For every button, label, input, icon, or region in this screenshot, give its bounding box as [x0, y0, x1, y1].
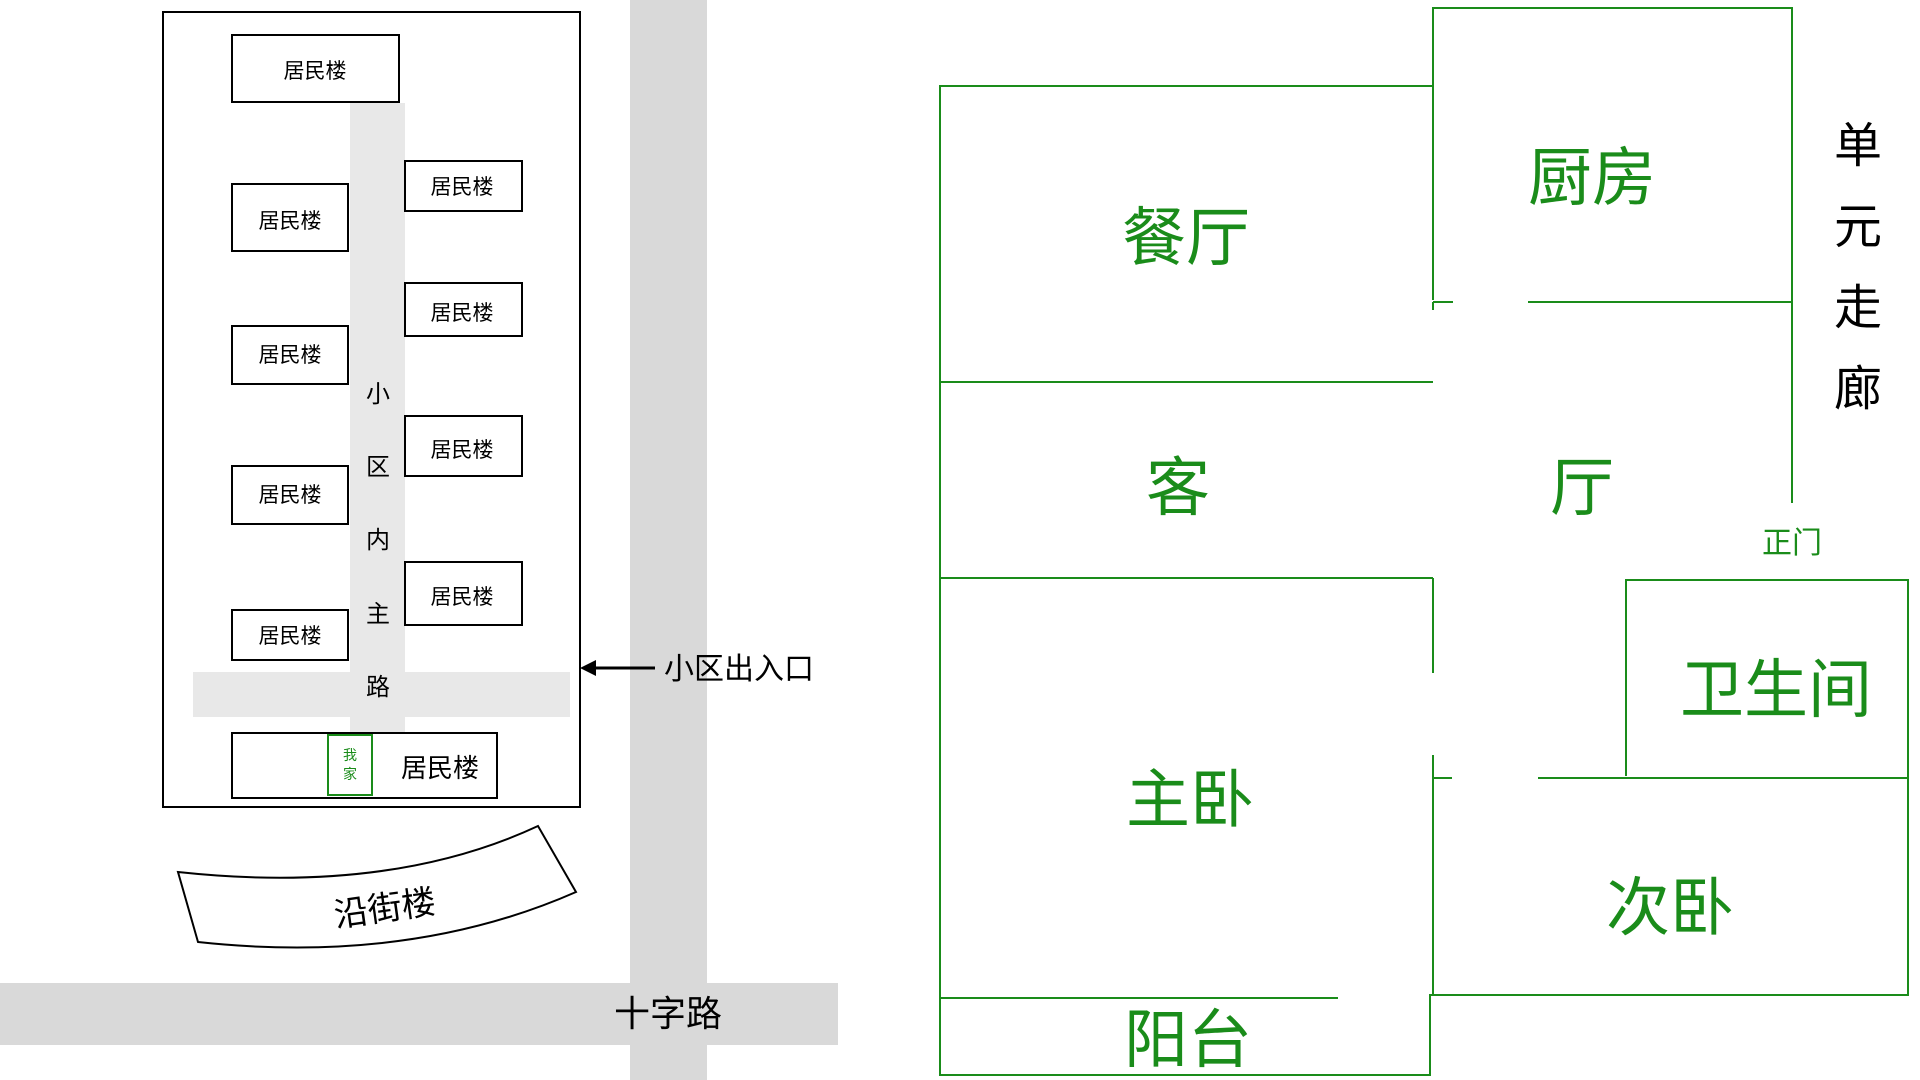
corridor-char-3: 走 [1834, 280, 1882, 336]
crossroad [0, 983, 838, 1045]
second-bedroom-label: 次卧 [1606, 872, 1734, 946]
road-char-5: 路 [366, 673, 390, 701]
my-home-unit: 我 家 [327, 734, 373, 796]
building-left-4: 居民楼 [231, 465, 349, 525]
corridor-char-4: 廊 [1834, 361, 1882, 417]
building-left-5: 居民楼 [231, 609, 349, 661]
master-bedroom-label: 主卧 [1126, 764, 1254, 838]
corridor-label: 单 元 走 廊 [1834, 118, 1882, 417]
my-home-char-2: 家 [343, 766, 357, 783]
street-building [176, 824, 578, 949]
main-door-label: 正门 [1762, 526, 1822, 561]
building-label: 居民楼 [401, 754, 479, 784]
building-right-3: 居民楼 [404, 415, 523, 477]
building-label: 居民楼 [259, 483, 322, 507]
road-char-4: 主 [366, 600, 390, 628]
road-char-2: 区 [366, 453, 390, 481]
building-label: 居民楼 [431, 438, 494, 462]
inner-main-road [350, 103, 405, 733]
kitchen-label: 厨房 [1528, 142, 1656, 216]
plan-bathroom-wall [1625, 579, 1909, 779]
building-label: 居民楼 [259, 343, 322, 367]
corridor-char-1: 单 [1834, 118, 1882, 174]
road-char-3: 内 [366, 526, 390, 554]
building-label: 居民楼 [259, 209, 322, 233]
building-right-4: 居民楼 [404, 561, 523, 626]
building-label: 居民楼 [431, 585, 494, 609]
living-room-left-label: 客 [1146, 452, 1210, 526]
living-room-right-label: 厅 [1550, 452, 1614, 526]
site-map: 十字路 小 区 内 主 路 居民楼 居民楼 居民楼 居民楼 [0, 0, 838, 1080]
building-label: 居民楼 [431, 175, 494, 199]
building-left-1: 居民楼 [231, 34, 400, 103]
building-label: 居民楼 [431, 301, 494, 325]
bathroom-label: 卫生间 [1680, 654, 1872, 728]
crossroad-label: 十字路 [614, 994, 722, 1035]
community-boundary [162, 11, 581, 808]
floor-plan-labels: 餐厅 厨房 客 厅 正门 卫生间 主卧 次卧 阳台 [1122, 142, 1872, 1078]
building-right-1: 居民楼 [404, 160, 523, 212]
plan-kitchen-outline [1432, 7, 1793, 503]
corridor-char-2: 元 [1834, 199, 1882, 255]
building-label: 居民楼 [259, 624, 322, 648]
entrance-arrow [580, 660, 655, 676]
building-label: 居民楼 [284, 59, 347, 83]
dining-room-label: 餐厅 [1122, 202, 1250, 276]
building-right-2: 居民楼 [404, 282, 523, 337]
balcony-label: 阳台 [1124, 1004, 1252, 1078]
vertical-road [630, 0, 707, 1080]
building-left-3: 居民楼 [231, 325, 349, 385]
entrance-label: 小区出入口 [664, 652, 814, 687]
inner-cross-road [193, 672, 570, 717]
my-home-char-1: 我 [343, 748, 357, 764]
building-left-2: 居民楼 [231, 183, 349, 252]
floor-plan [939, 7, 1909, 1076]
inner-main-road-label: 小 区 内 主 路 [366, 380, 390, 701]
road-char-1: 小 [366, 380, 390, 408]
